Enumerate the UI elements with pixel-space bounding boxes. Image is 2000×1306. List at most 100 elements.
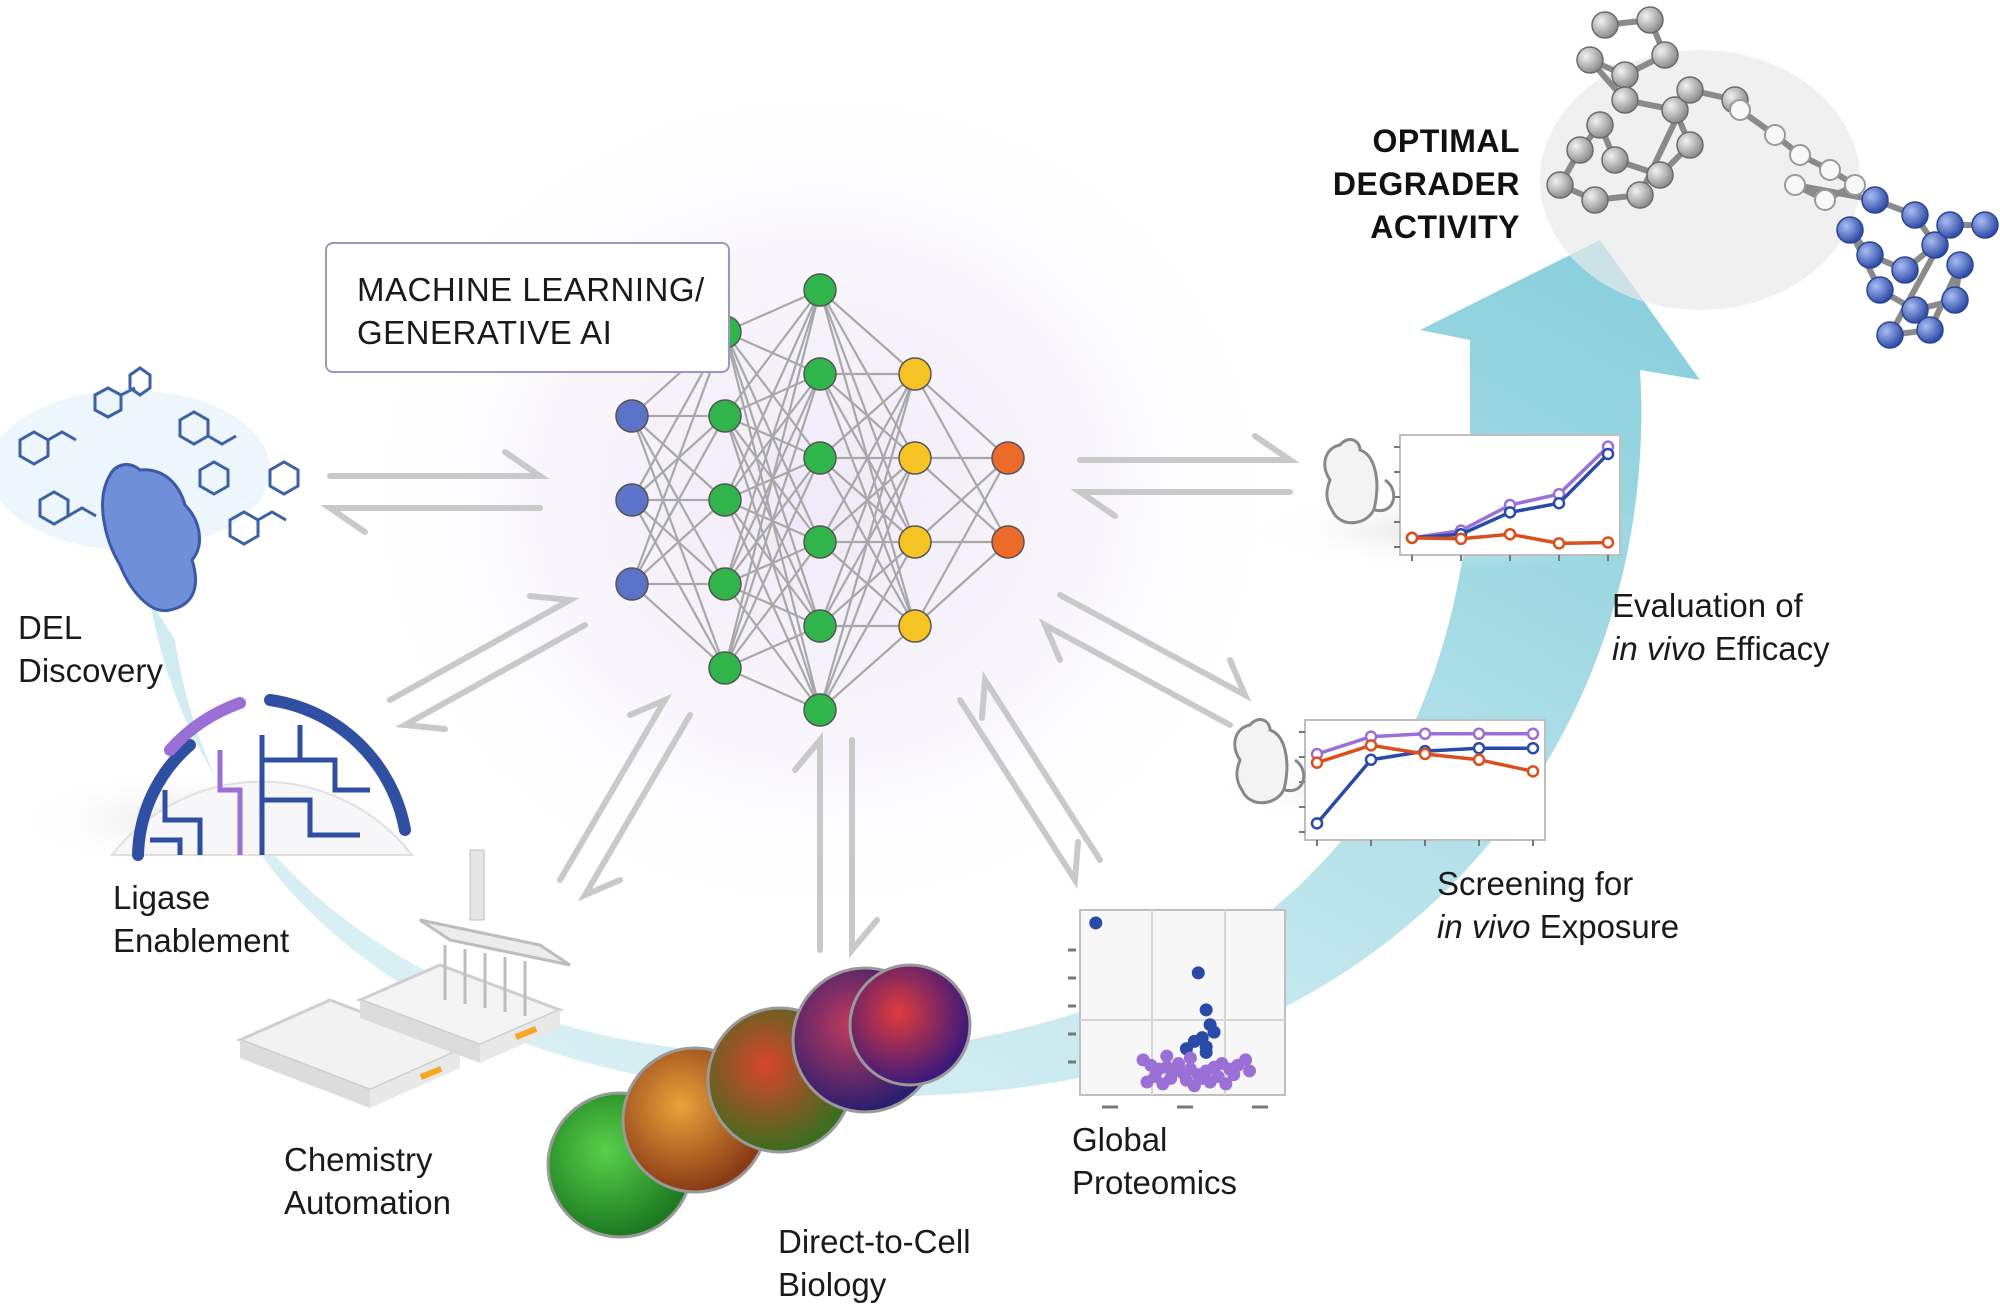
scatter-point	[1243, 1064, 1257, 1078]
degrader-molecule-icon	[1540, 6, 1999, 349]
efficacy-chart	[1394, 434, 1621, 561]
atom	[1916, 316, 1944, 344]
network-node	[898, 441, 932, 475]
network-node	[708, 651, 742, 685]
atom	[1971, 211, 1999, 239]
protein-blob-icon	[101, 463, 201, 613]
exposure-line1: Screening for	[1437, 865, 1634, 902]
network-edge	[819, 373, 916, 543]
network-edge	[631, 583, 726, 669]
data-point	[1601, 536, 1615, 549]
atom	[1836, 216, 1864, 244]
phylogenetic-tree-icon	[109, 694, 415, 861]
network-edge	[914, 457, 1009, 627]
network-node	[803, 441, 837, 475]
data-point	[1405, 531, 1419, 545]
exposure-italic: in vivo	[1437, 908, 1531, 945]
data-point	[1454, 532, 1468, 546]
network-node	[708, 399, 742, 433]
del-line1: DEL	[18, 609, 83, 646]
data-point	[1526, 727, 1540, 741]
atom	[1901, 201, 1929, 229]
ml-box-line2: GENERATIVE AI	[357, 314, 613, 351]
exposure-chart	[1299, 719, 1546, 846]
network-edge	[723, 457, 822, 669]
network-node	[803, 525, 837, 559]
network-node	[615, 483, 649, 517]
well-plate-icon	[236, 963, 564, 1108]
network-edge	[723, 373, 822, 669]
network-edge	[723, 289, 822, 585]
atom	[1901, 296, 1929, 324]
atom	[1789, 144, 1811, 166]
network-edge	[723, 289, 822, 501]
data-point	[1310, 817, 1324, 830]
atom	[1814, 189, 1836, 211]
atom	[1646, 161, 1674, 189]
atom	[1581, 186, 1609, 214]
cell-image-icon	[546, 963, 972, 1239]
screening-exposure-label: Screening for in vivo Exposure	[1437, 862, 1679, 948]
data-point	[1503, 527, 1517, 541]
ligase-enablement-label: Ligase Enablement	[113, 876, 289, 962]
chemistry-automation-graphic	[236, 849, 571, 1108]
atom	[1729, 99, 1751, 121]
network-node	[803, 693, 837, 727]
atom	[1921, 231, 1949, 259]
data-point	[1472, 727, 1486, 741]
scatter-point	[1183, 1051, 1197, 1065]
scatter-point	[1219, 1077, 1233, 1091]
atom	[1861, 186, 1889, 214]
atom	[1941, 286, 1969, 314]
data-point	[1526, 741, 1540, 755]
network-edge	[819, 373, 916, 459]
data-point	[1364, 753, 1378, 767]
data-point	[1472, 753, 1486, 767]
atom	[1819, 159, 1841, 181]
atom	[1866, 276, 1894, 304]
exchange-arrow-del	[320, 449, 550, 535]
atom	[1626, 181, 1654, 209]
atom	[1611, 86, 1639, 114]
network-node	[803, 273, 837, 307]
molecule-halo	[1540, 50, 1860, 310]
mouse-icon	[1323, 438, 1396, 525]
neural-network	[615, 273, 1025, 727]
exposure-series	[1299, 727, 1540, 846]
network-node	[898, 609, 932, 643]
proteomics-volcano-plot	[1068, 909, 1286, 1109]
network-node	[708, 483, 742, 517]
network-edge	[819, 289, 916, 375]
network-node	[991, 441, 1025, 475]
global-proteomics-label: Global Proteomics	[1072, 1118, 1237, 1204]
network-node	[991, 525, 1025, 559]
scatter-point	[1227, 1068, 1241, 1082]
network-edge	[818, 373, 917, 627]
network-edge	[630, 331, 727, 585]
scatter-point	[1140, 1075, 1154, 1089]
atom	[1591, 11, 1619, 39]
evaluation-efficacy-label: Evaluation of in vivo Efficacy	[1612, 584, 1830, 670]
data-point	[1552, 537, 1566, 550]
del-discovery-graphic	[0, 366, 300, 613]
optimal-line2: DEGRADER	[1332, 166, 1520, 202]
exchange-arrow-efficacy	[1070, 433, 1300, 519]
efficacy-italic: in vivo	[1612, 630, 1706, 667]
atom	[1676, 76, 1704, 104]
scatter-point	[1199, 1003, 1213, 1017]
atom	[1891, 256, 1919, 284]
data-point	[1310, 756, 1324, 769]
atom	[1676, 131, 1704, 159]
efficacy-series	[1394, 440, 1615, 561]
chemistry-line1: Chemistry	[284, 1141, 433, 1178]
scatter-point	[1089, 916, 1103, 930]
exchange-arrow-chemistry	[557, 693, 693, 902]
data-point	[1503, 506, 1517, 519]
direct-to-cell-label: Direct-to-Cell Biology	[778, 1220, 971, 1306]
scatter-point	[1203, 1075, 1217, 1089]
scatter-point	[1199, 1045, 1213, 1059]
exchange-arrow-proteomics	[957, 670, 1103, 890]
scatter-points	[1068, 916, 1268, 1109]
data-point	[1552, 496, 1566, 510]
atom	[1601, 146, 1629, 174]
